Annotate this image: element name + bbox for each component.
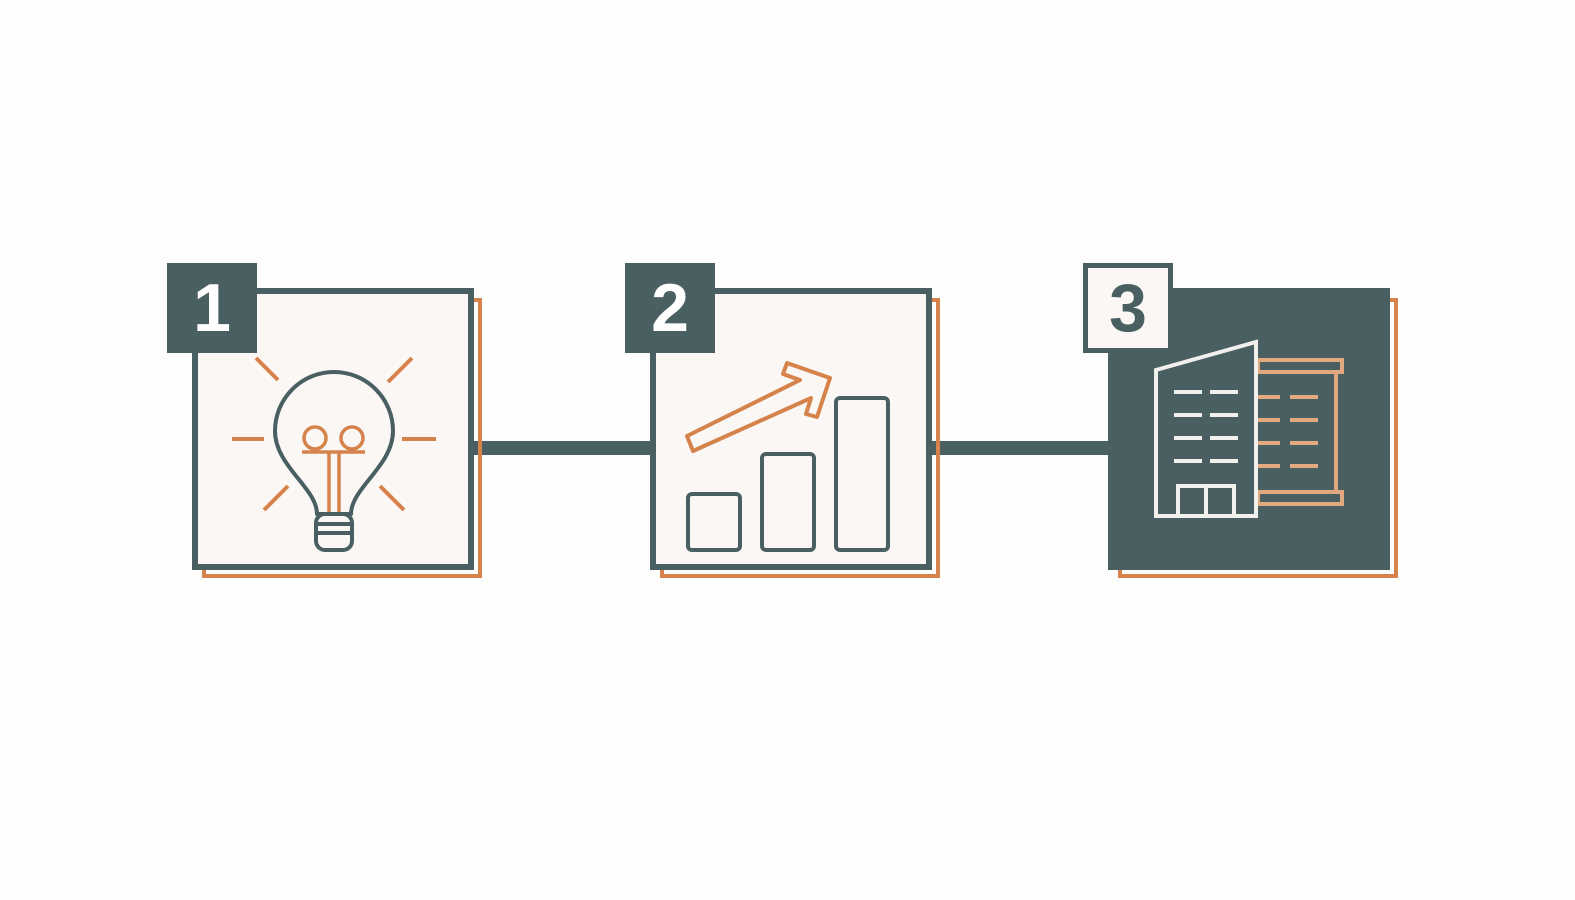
office-building-icon: [1154, 339, 1344, 518]
growth-chart-icon: [685, 361, 890, 552]
step-3: 3: [1083, 263, 1398, 578]
lightbulb-icon: [232, 356, 436, 552]
step-2-badge: 2: [625, 263, 715, 353]
step-1-badge: 1: [167, 263, 257, 353]
step-3-badge: 3: [1083, 263, 1173, 353]
step-2: 2: [625, 263, 940, 578]
step-1: 1: [167, 263, 482, 578]
